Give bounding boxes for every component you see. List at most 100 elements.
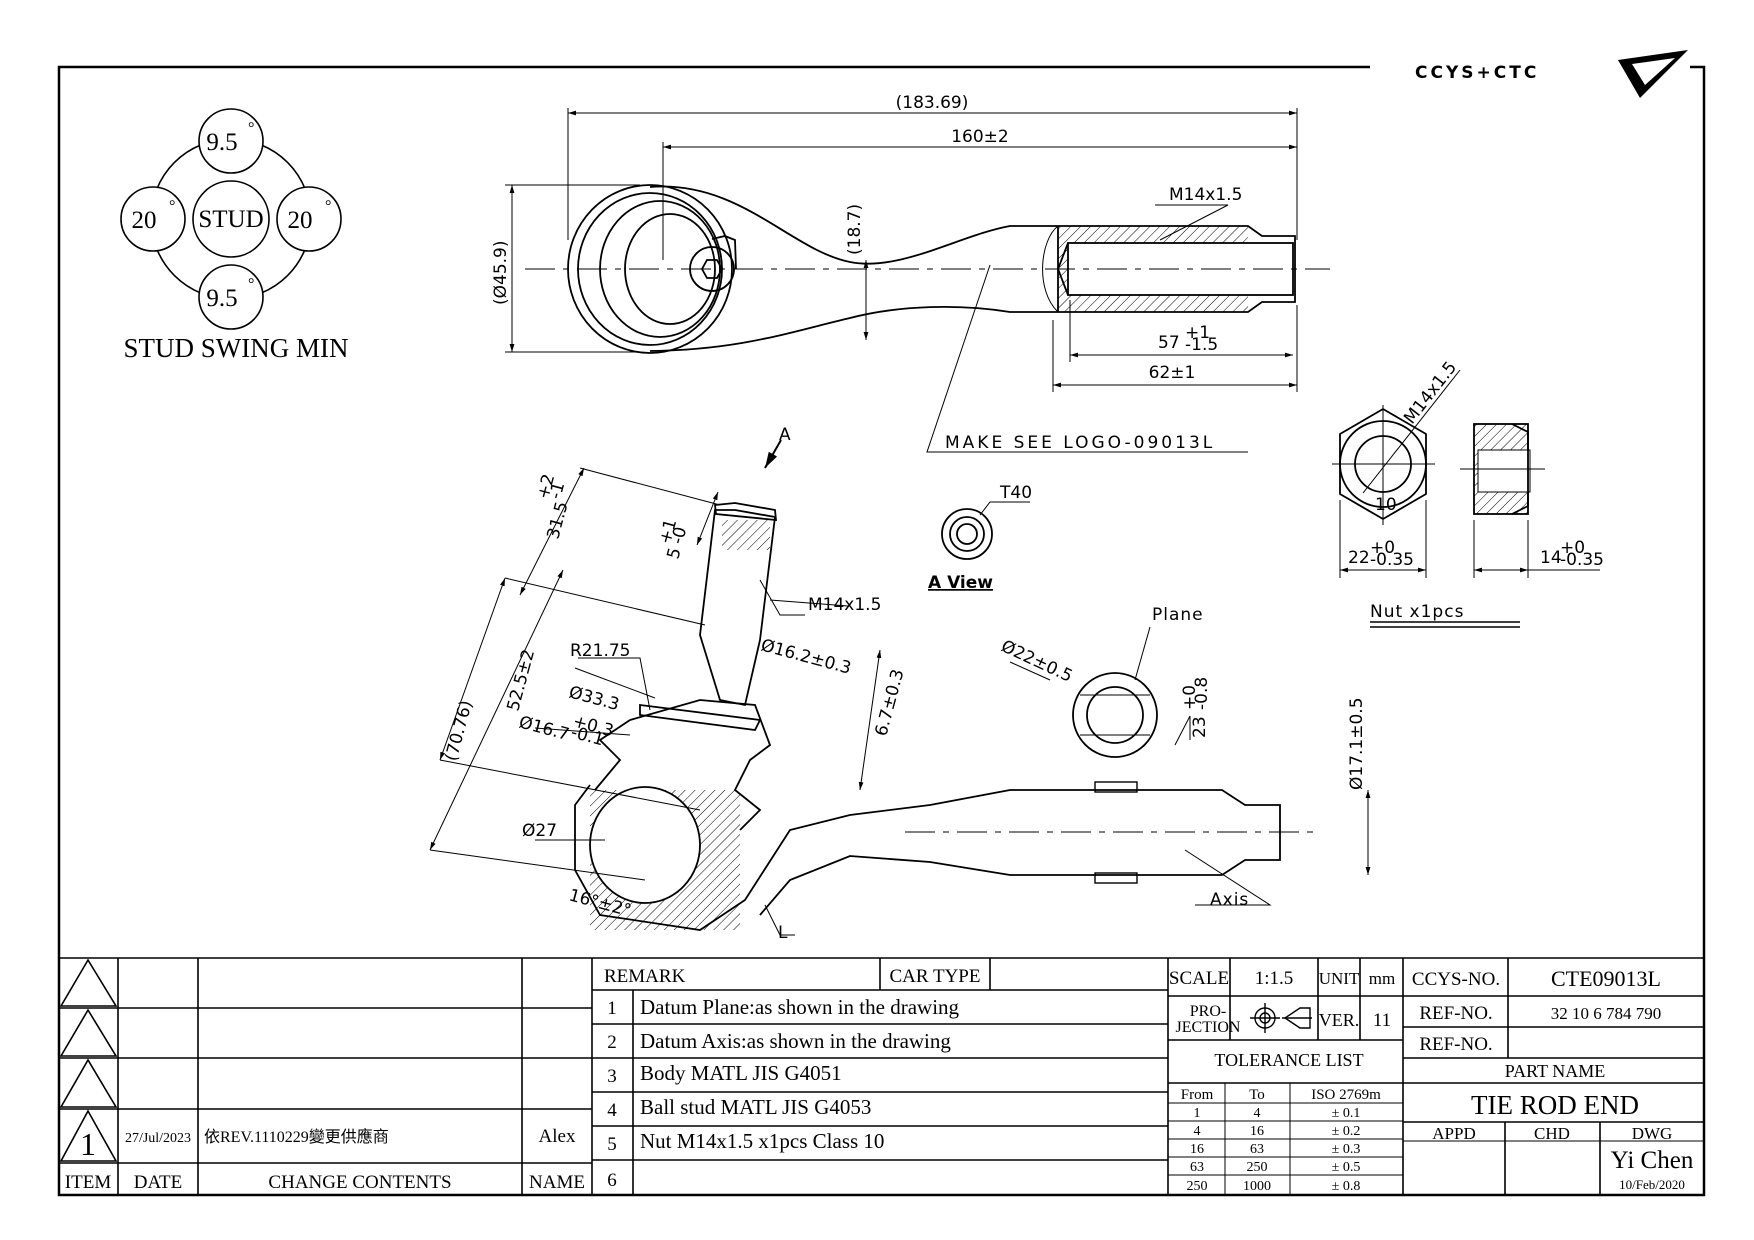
sheet-border <box>57 65 1706 1197</box>
dim-r: R21.75 <box>570 641 630 661</box>
remark-no: 2 <box>607 1032 617 1053</box>
nut-thread: M14x1.5 <box>1400 358 1461 428</box>
l-label: L <box>778 923 788 943</box>
tol-cell: 1000 <box>1243 1179 1271 1194</box>
nut-dim-14-tol-up: +0 <box>1560 538 1585 558</box>
rev-header-item: ITEM <box>65 1172 112 1193</box>
remark-text: Datum Axis:as shown in the drawing <box>640 1029 951 1053</box>
tol-cell: 1 <box>1194 1106 1201 1121</box>
projection-label: PRO- <box>1190 1003 1226 1020</box>
dim-315-tol-dn: -1 <box>546 480 570 502</box>
top-view-dimensions <box>505 108 1298 453</box>
a-view-label: A View <box>928 573 993 593</box>
logo-text: CCYS+CTC <box>1415 63 1539 83</box>
appd-label: APPD <box>1432 1124 1475 1143</box>
rev-contents-1: 依REV.1110229變更供應商 <box>204 1127 389 1146</box>
nut-label: Nut x1pcs <box>1370 602 1464 622</box>
swing-center: STUD <box>198 206 263 233</box>
deg-mark: ° <box>325 198 331 215</box>
nut-inner: 10 <box>1375 495 1397 515</box>
tol-cell: 250 <box>1187 1179 1208 1194</box>
rev-name-1: Alex <box>539 1126 576 1147</box>
tol-cell: ± 0.3 <box>1332 1142 1361 1157</box>
ref-no-value: 32 10 6 784 790 <box>1551 1004 1662 1023</box>
rev-header-contents: CHANGE CONTENTS <box>268 1172 451 1193</box>
dim-dia: (Ø45.9) <box>491 241 511 306</box>
tol-cell: 250 <box>1247 1160 1268 1175</box>
nut-dim-22-tol-dn: -0.35 <box>1370 550 1414 570</box>
tol-cell: ± 0.5 <box>1332 1160 1361 1175</box>
dim-57-tol-up: +1 <box>1185 323 1210 343</box>
nut-dimensions <box>1339 369 1600 578</box>
dim-length: 160±2 <box>951 127 1009 147</box>
tol-cell: ± 0.8 <box>1332 1179 1361 1194</box>
tolerance-title: TOLERANCE LIST <box>1214 1050 1363 1070</box>
deg-mark: ° <box>169 198 175 215</box>
dim-23-tol-up: +0 <box>1180 685 1200 710</box>
dim-62: 62±1 <box>1149 363 1196 383</box>
remark-text: Ball stud MATL JIS G4053 <box>640 1095 871 1119</box>
swing-title: STUD SWING MIN <box>124 333 349 363</box>
swing-right: 20 <box>288 207 313 234</box>
dim-57-tol-dn: -1.5 <box>1185 335 1218 355</box>
ccys-ctc-logo: CCYS+CTC <box>1415 50 1688 98</box>
tol-cell: 16 <box>1250 1124 1264 1139</box>
dim-315: 31.5 <box>544 500 573 542</box>
swing-bottom: 9.5 <box>206 285 237 312</box>
dwg-name: Yi Chen <box>1611 1147 1694 1174</box>
nut-dim-22-tol-up: +0 <box>1370 538 1395 558</box>
rev-header-name: NAME <box>529 1172 585 1193</box>
dim-neck: (18.7) <box>845 204 865 255</box>
remark-text: Nut M14x1.5 x1pcs Class 10 <box>640 1129 884 1153</box>
dim-23-tol-dn: -0.8 <box>1192 677 1212 710</box>
remark-no: 1 <box>607 998 617 1019</box>
dim-167: Ø16.7 <box>517 713 572 746</box>
tol-cell: 4 <box>1194 1124 1201 1139</box>
ref-no-label: REF-NO. <box>1419 1003 1492 1024</box>
dim-525: 52.5±2 <box>504 647 540 713</box>
rev-item-1: 1 <box>80 1126 96 1162</box>
stud-swing-diagram <box>120 108 342 330</box>
projection-symbol-icon <box>1250 1003 1312 1033</box>
dim-57: 57 <box>1158 333 1180 353</box>
dim-7076: (70.76) <box>442 698 477 763</box>
tolerance-rows: 1 4 ± 0.1 4 16 ± 0.2 16 63 ± 0.3 63 250 … <box>1187 1106 1361 1194</box>
dwg-date: 10/Feb/2020 <box>1619 1177 1685 1192</box>
rev-date-1: 27/Jul/2023 <box>125 1131 191 1146</box>
ccys-no-label: CCYS-NO. <box>1412 969 1500 990</box>
tol-header: To <box>1249 1087 1265 1103</box>
dim-162: Ø16.2±0.3 <box>759 636 854 679</box>
tol-header: From <box>1181 1087 1214 1103</box>
swing-left: 20 <box>132 207 157 234</box>
title-block-lines <box>59 957 1704 1195</box>
tol-cell: ± 0.2 <box>1332 1124 1361 1139</box>
axis-label: Axis <box>1210 890 1249 910</box>
remark-no: 4 <box>607 1100 617 1121</box>
tol-header: ISO 2769m <box>1311 1087 1381 1103</box>
arrow-label-a: A <box>779 425 791 445</box>
revision-triangles <box>59 958 118 1162</box>
dim-22-side: Ø22±0.5 <box>998 636 1076 686</box>
tol-cell: 16 <box>1190 1142 1204 1157</box>
ver-value: 11 <box>1373 1010 1391 1031</box>
dwg-label: DWG <box>1632 1124 1673 1143</box>
scale-label: SCALE <box>1169 968 1229 989</box>
nut-drawing <box>1332 405 1545 525</box>
car-type-label: CAR TYPE <box>890 966 981 987</box>
scale-value: 1:1.5 <box>1255 968 1294 989</box>
rev-header-date: DATE <box>134 1172 183 1193</box>
side-view <box>574 502 1281 931</box>
unit-value: mm <box>1369 969 1395 988</box>
dim-67: 6.7±0.3 <box>872 667 909 738</box>
tol-cell: 63 <box>1190 1160 1204 1175</box>
swing-top: 9.5 <box>206 129 237 156</box>
deg-mark: ° <box>248 120 254 137</box>
unit-label: UNIT <box>1319 969 1360 988</box>
remark-header: REMARK <box>604 966 686 987</box>
nut-dim-14-tol-dn: -0.35 <box>1560 550 1604 570</box>
dim-overall: (183.69) <box>896 93 969 113</box>
dim-5-tol-dn: -0 <box>668 525 692 547</box>
remark-no: 5 <box>607 1134 617 1155</box>
ver-label: VER. <box>1319 1010 1360 1030</box>
